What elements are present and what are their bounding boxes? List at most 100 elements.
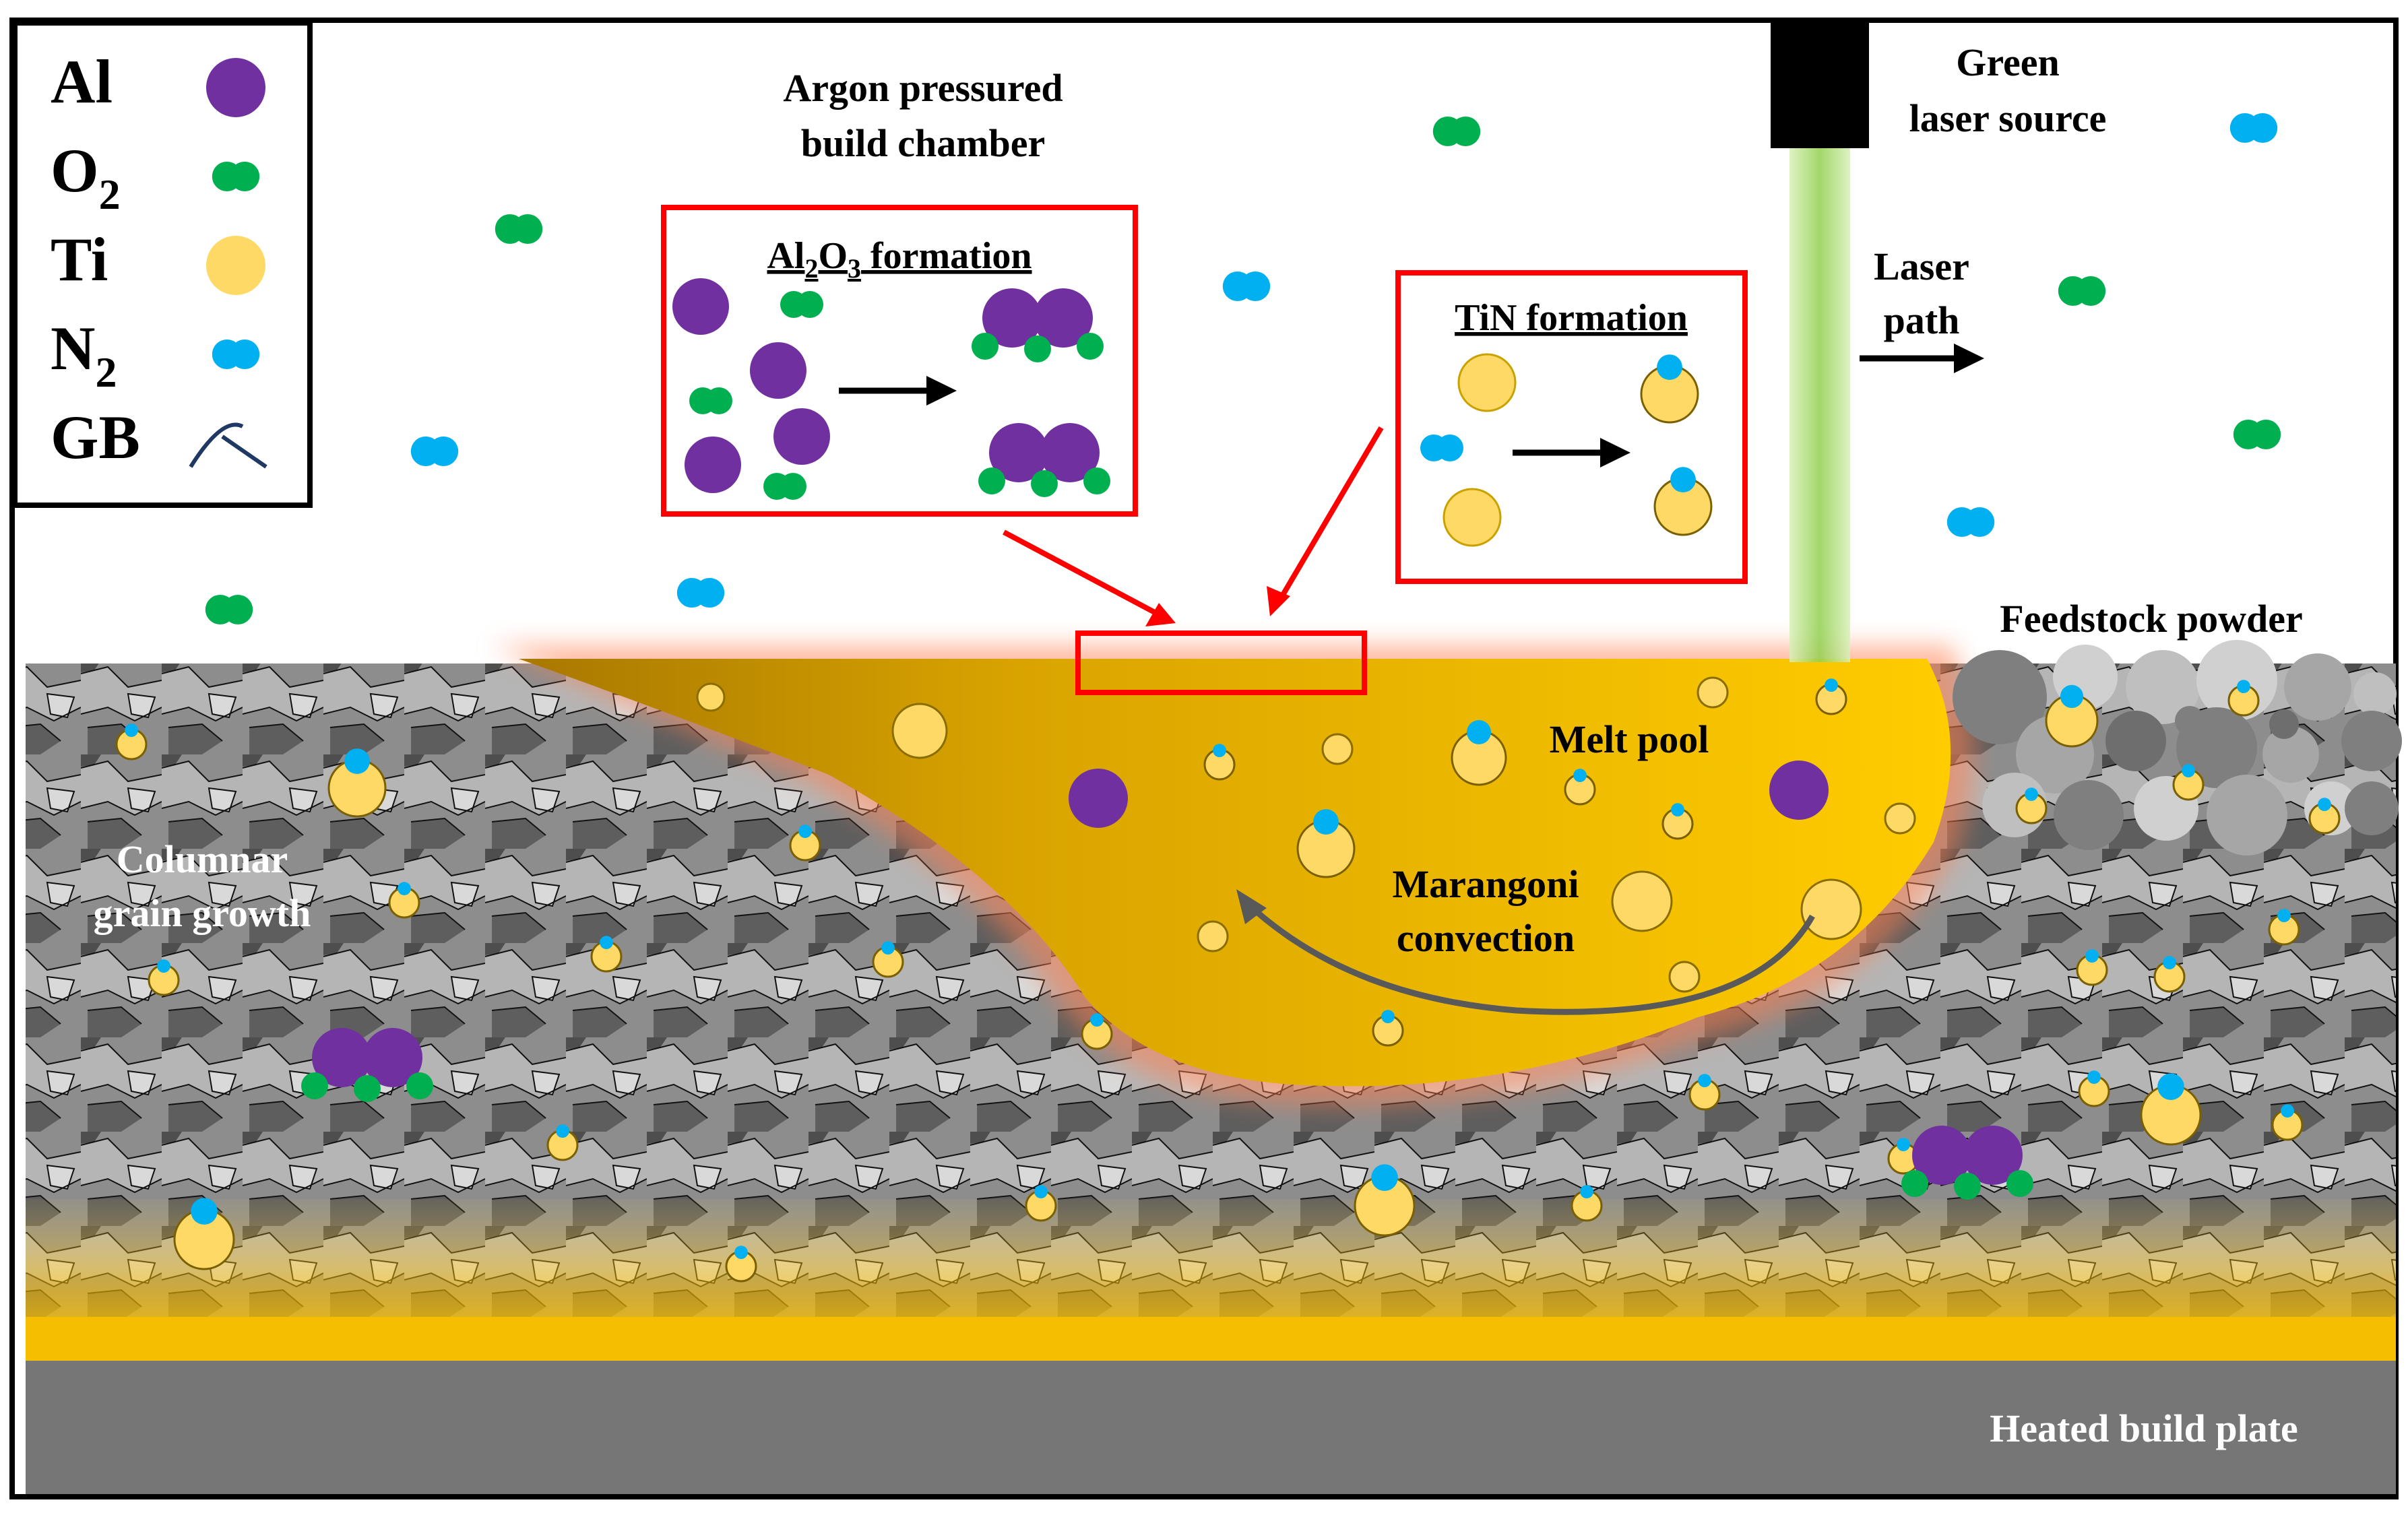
inset-oxide-2-al-1 [989, 423, 1048, 482]
al2o3-reaction-arrowhead [926, 376, 957, 406]
reaction-zone-box [1075, 631, 1367, 695]
columnar-label-line1: Columnar [117, 837, 288, 881]
grain-tin-5-n [600, 936, 613, 949]
grain-oxide-2-o-3 [2006, 1170, 2033, 1197]
o2-molecule-icon-atom-b [230, 162, 260, 191]
inset-oxide-1-o-1 [972, 333, 999, 360]
inset-ti-2 [1443, 488, 1502, 547]
inset-oxide-1-al-1 [982, 288, 1042, 348]
powder-particle-14 [2207, 775, 2287, 855]
powder-tin-2-n [2237, 680, 2250, 693]
al2o3-pointer-line [1003, 529, 1164, 619]
pool-tin-5-n [1573, 769, 1587, 782]
fused-layer [26, 1317, 2396, 1361]
n2-gas-3-atom-b [1965, 507, 1995, 537]
pool-ti-9 [1800, 878, 1862, 940]
feedstock-powder-bed [1953, 640, 2402, 855]
build-plate-label: Heated build plate [1990, 1407, 2298, 1450]
legend-label-2: Ti [51, 225, 108, 294]
laser-path-label-line2: path [1884, 298, 1960, 342]
particles [115, 113, 2304, 1283]
inset-n2-atom-b [1436, 434, 1463, 461]
grain-tin-16-n [2281, 1104, 2294, 1118]
grain-oxide-1-al-1 [312, 1028, 371, 1087]
pool-ti-11 [1668, 961, 1701, 993]
n2-gas-0-atom-b [2248, 113, 2278, 143]
grain-oxide-1-o-1 [301, 1072, 328, 1099]
powder-tin-5-n [2318, 798, 2331, 811]
o2-gas-3-atom-b [2251, 420, 2281, 449]
inset-al-2 [773, 408, 830, 465]
grain-tin-21-n [191, 1198, 218, 1225]
powder-particle-16 [2345, 781, 2399, 835]
pool-ti-3 [1321, 733, 1354, 765]
grain-tin-17-n [1371, 1164, 1398, 1191]
grain-tin-1-n [344, 748, 370, 774]
powder-particle-5 [2353, 672, 2397, 715]
marangoni-label-line1: Marangoni [1392, 862, 1579, 906]
inset-oxide-2-o-2 [1031, 470, 1058, 497]
laser-source-block [1771, 20, 1869, 148]
chamber-label-line2: build chamber [801, 121, 1046, 165]
powder-tin-4-n [2182, 764, 2195, 777]
n2-gas-4-atom-b [695, 578, 725, 608]
pool-al-1 [1069, 769, 1128, 828]
pool-ti-13 [1697, 676, 1729, 709]
grain-tin-18-n [1034, 1185, 1048, 1198]
inset-oxide-2-o-1 [978, 467, 1005, 494]
legend-label-3: N2 [51, 314, 117, 396]
inset-ti-1 [1457, 353, 1517, 412]
grain-oxide-1-o-3 [406, 1072, 433, 1099]
build-plate [26, 1361, 2396, 1494]
powder-particle-12 [2054, 780, 2124, 850]
inset-al-0 [672, 278, 729, 335]
powder-particle-10 [2341, 711, 2402, 771]
powder-particle-4 [2284, 653, 2351, 721]
al-atom-icon [206, 58, 265, 117]
pool-tin-14-n [1825, 678, 1838, 692]
feedstock-label: Feedstock powder [2000, 597, 2302, 641]
inset-tin-2-n [1670, 467, 1696, 492]
marangoni-arrow [1244, 900, 1815, 1015]
grain-tin-2-n [798, 825, 812, 838]
grain-boundary-icon [189, 422, 267, 469]
grain-tin-12-n [2085, 949, 2099, 963]
n2-gas-2-atom-b [429, 437, 459, 466]
tin-reaction-arrowhead [1600, 438, 1630, 467]
grain-tin-20-n [734, 1246, 748, 1259]
grain-tin-10-n [1897, 1138, 1910, 1151]
powder-particle-2 [2126, 650, 2200, 724]
grain-tin-4-n [157, 959, 170, 973]
tin-pointer-head [1267, 586, 1290, 616]
legend-label-4: GB [51, 403, 140, 472]
grain-tin-9-n [1698, 1074, 1711, 1087]
tin-inset-title: TiN formation [1455, 297, 1688, 339]
tin-inset-atoms [1420, 353, 1713, 547]
columnar-label-line2: grain growth [94, 891, 311, 935]
powder-particle-9 [2262, 726, 2319, 783]
pool-tin-12-n [1381, 1010, 1395, 1023]
tin-pointer-line [1277, 426, 1384, 602]
o2-gas-1-atom-b [513, 214, 543, 244]
pool-tin-4-n [1467, 720, 1491, 744]
legend-label-0: Al [51, 47, 113, 116]
inset-al-3 [685, 437, 741, 493]
pool-ti-15 [1884, 802, 1916, 835]
powder-particle-19 [2269, 709, 2299, 739]
grain-oxide-2-o-1 [1901, 1170, 1928, 1197]
legend-label-1: O2 [51, 136, 121, 218]
grain-oxide-2-al-1 [1912, 1126, 1971, 1185]
al2o3-inset-title: Al2O3 formation [767, 235, 1032, 284]
powder-particle-0 [1953, 650, 2047, 744]
inset-o2-0-atom-b [796, 291, 823, 318]
laser-source-label-line1: Green [1956, 40, 2060, 84]
pool-ti-0 [696, 682, 726, 712]
pool-tin-6-n [1313, 809, 1339, 835]
grain-tin-8-n [556, 1124, 569, 1138]
o2-gas-0-atom-b [1451, 117, 1481, 146]
grain-tin-0-n [125, 723, 138, 737]
al2o3-pointer-head [1145, 603, 1176, 626]
